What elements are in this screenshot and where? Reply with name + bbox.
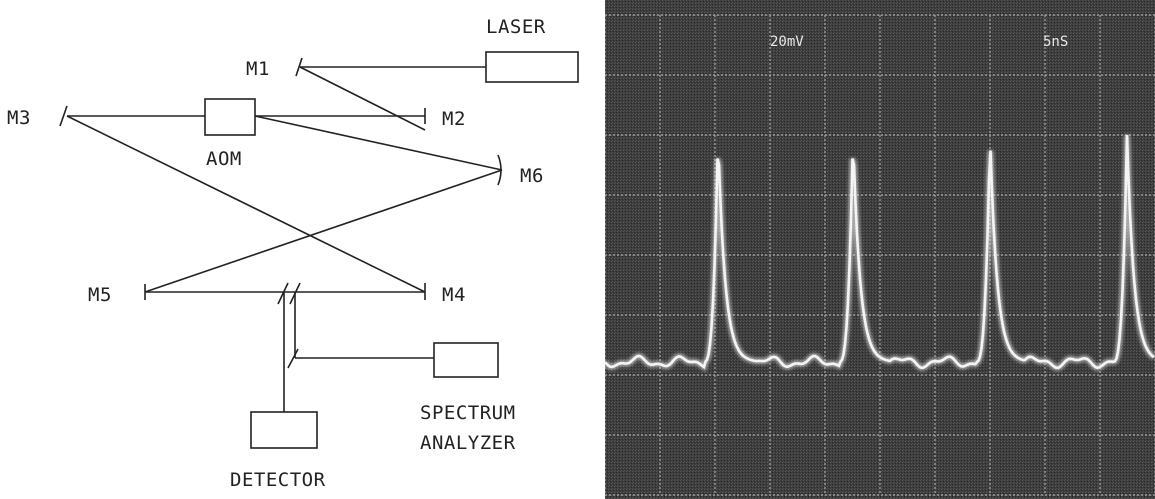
mirror-m1 — [295, 57, 303, 77]
beam-splitter-1 — [277, 282, 289, 305]
time-per-div-readout: 5nS — [1043, 34, 1068, 50]
scope-trace-group — [605, 134, 1155, 372]
volts-per-div-readout: 20mV — [770, 34, 804, 50]
aom-label: AOM — [206, 148, 242, 170]
spectrum-analyzer-box — [433, 342, 499, 378]
detector-box — [250, 411, 318, 449]
mirror-m3 — [59, 105, 68, 127]
trace-line — [605, 134, 1155, 370]
spectrum-label-line2: ANALYZER — [420, 432, 516, 454]
beam-m3-m4 — [66, 115, 426, 293]
beam-m6-m5 — [144, 169, 503, 293]
m6-label: M6 — [520, 165, 544, 187]
scope-graticule — [605, 14, 1155, 496]
beam-m1-m2 — [299, 66, 426, 131]
m5-label: M5 — [88, 284, 112, 306]
m3-label: M3 — [7, 107, 31, 129]
m2-label: M2 — [442, 108, 466, 130]
m4-label: M4 — [442, 284, 466, 306]
optical-setup-diagram: LASER M1 M2 AOM M3 M6 M5 M4 SPECTRUM ANA… — [7, 16, 579, 491]
laser-label: LASER — [486, 16, 546, 38]
spectrum-label-line1: SPECTRUM — [420, 402, 516, 424]
detector-label: DETECTOR — [230, 469, 326, 491]
beam-aom-m6 — [254, 115, 503, 171]
aom-box — [204, 98, 256, 136]
oscilloscope-photo: 20mV 5nS — [605, 0, 1155, 499]
laser-box — [485, 51, 579, 83]
m1-label: M1 — [246, 58, 270, 80]
beam-splitter-3 — [287, 348, 299, 369]
